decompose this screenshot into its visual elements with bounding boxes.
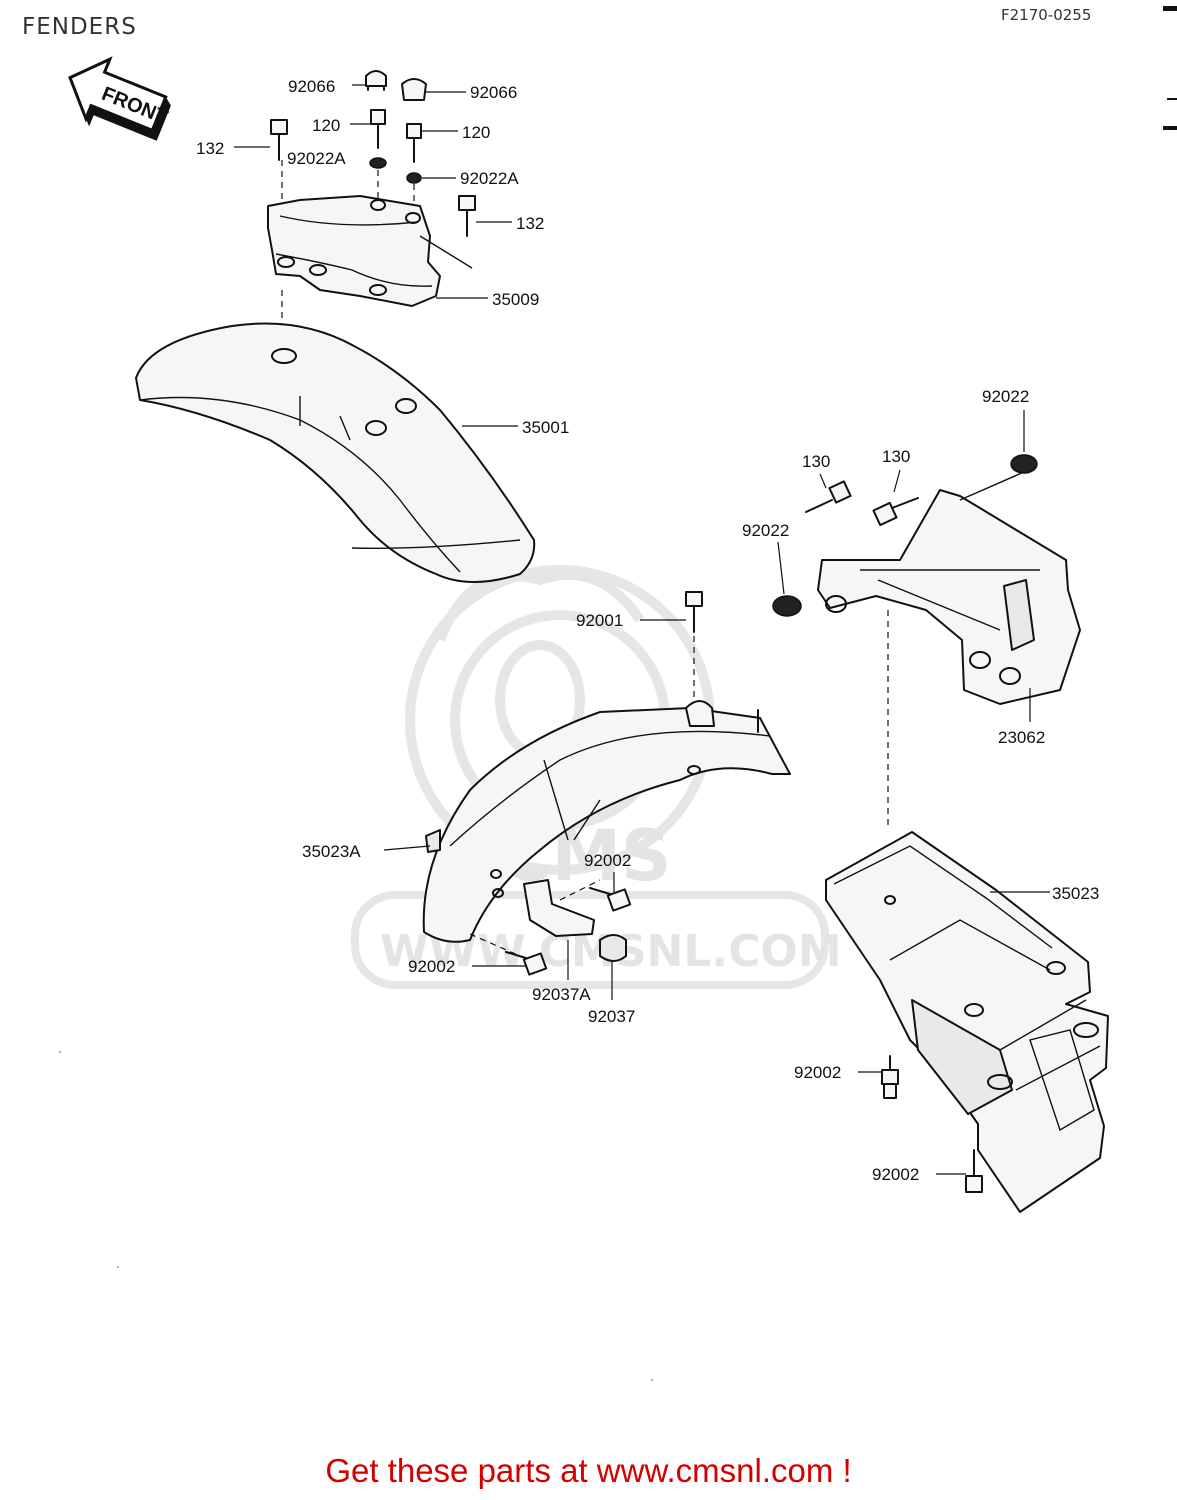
rear-inner-fender-35023A (422, 700, 791, 976)
label-92066: 92066 (470, 83, 517, 102)
bracket-35009 (267, 195, 473, 345)
label-92002: 92002 (794, 1063, 841, 1082)
parts-diagram: CMS WWW.CMSNL.COM FRONT (59, 56, 1109, 1381)
label-130: 130 (802, 452, 830, 471)
edge-marks (1163, 6, 1177, 130)
label-132: 132 (516, 214, 544, 233)
label-92002: 92002 (872, 1165, 919, 1184)
label-120: 120 (462, 123, 490, 142)
label-92022: 92022 (742, 521, 789, 540)
label-92001: 92001 (576, 611, 623, 630)
label-35009: 35009 (492, 290, 539, 309)
label-92022A: 92022A (460, 169, 519, 188)
footer-link-text[interactable]: Get these parts at www.cmsnl.com ! (325, 1452, 852, 1489)
label-92037: 92037 (588, 1007, 635, 1026)
label-92002: 92002 (408, 957, 455, 976)
label-92066: 92066 (288, 77, 335, 96)
label-120: 120 (312, 116, 340, 135)
diagram-code: F2170-0255 (1001, 6, 1092, 24)
label-92022A: 92022A (287, 149, 346, 168)
rear-bracket-23062 (772, 454, 1081, 830)
label-132: 132 (196, 139, 224, 158)
bolt-92001 (685, 591, 703, 700)
front-arrow: FRONT (68, 56, 171, 141)
label-23062: 23062 (998, 728, 1045, 747)
label-35001: 35001 (522, 418, 569, 437)
part-labels: 92066 92066 120 120 132 92022A 92022A 13… (196, 77, 1099, 1184)
label-35023A: 35023A (302, 842, 361, 861)
page-title: FENDERS (22, 14, 137, 40)
front-fender-35001 (135, 322, 536, 583)
label-92002: 92002 (584, 851, 631, 870)
label-92022: 92022 (982, 387, 1029, 406)
top-hardware (270, 70, 476, 237)
stray-marks (59, 1051, 653, 1381)
rear-fender-35023 (825, 831, 1109, 1213)
label-35023: 35023 (1052, 884, 1099, 903)
leader-lines (234, 84, 1050, 1175)
label-92037A: 92037A (532, 985, 591, 1004)
label-130: 130 (882, 447, 910, 466)
